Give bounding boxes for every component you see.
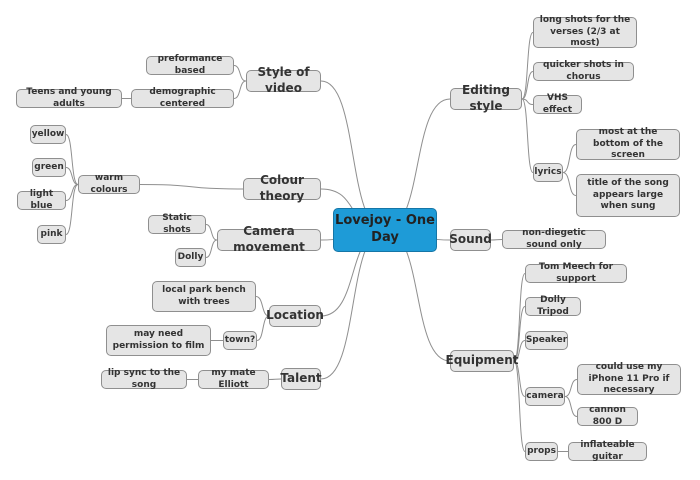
connector-15 <box>65 184 79 235</box>
subtopic-green[interactable]: green <box>32 158 66 177</box>
subtopic-cannon-800d[interactable]: cannon 800 D <box>577 405 638 427</box>
subtopic-dolly-tripod[interactable]: Dolly Tripod <box>525 295 581 317</box>
subtopic-pink[interactable]: pink <box>37 225 66 244</box>
connector-8 <box>233 65 247 82</box>
subtopic-non-diegetic-sound[interactable]: non-diegetic sound only <box>502 228 606 250</box>
subtopic-iphone-11-pro[interactable]: could use my iPhone 11 Pro if necessary <box>577 362 681 395</box>
connector-34 <box>564 379 578 397</box>
subtopic-bottom-of-screen[interactable]: most at the bottom of the screen <box>576 127 680 160</box>
subtopic-local-park-bench[interactable]: local park bench with trees <box>152 281 256 312</box>
topic-equipment[interactable]: Equipment <box>446 350 518 372</box>
connector-9 <box>233 80 247 99</box>
topic-sound[interactable]: Sound <box>449 229 492 251</box>
connector-18 <box>255 296 270 317</box>
subtopic-title-appears-large[interactable]: title of the song appears large when sun… <box>576 174 680 217</box>
subtopic-yellow[interactable]: yellow <box>30 125 66 144</box>
central-topic[interactable]: Lovejoy - One Day <box>333 208 437 252</box>
connector-21 <box>268 378 282 380</box>
subtopic-tom-meech[interactable]: Tom Meech for support <box>525 262 627 284</box>
connector-11 <box>139 184 244 190</box>
connector-16 <box>205 224 218 241</box>
connector-26 <box>521 98 534 173</box>
connector-32 <box>513 340 526 362</box>
subtopic-camera[interactable]: camera <box>525 387 565 406</box>
connector-17 <box>205 239 218 258</box>
subtopic-teens-young-adults[interactable]: Teens and young adults <box>16 87 122 109</box>
subtopic-light-blue[interactable]: light blue <box>17 189 66 211</box>
subtopic-long-shots[interactable]: long shots for the verses (2/3 at most) <box>533 15 637 48</box>
connector-27 <box>562 144 577 173</box>
connector-36 <box>513 360 526 452</box>
connector-31 <box>513 306 526 362</box>
topic-colour-theory[interactable]: Colour theory <box>243 173 321 203</box>
subtopic-props[interactable]: props <box>525 442 558 461</box>
topic-editing-style[interactable]: Editing style <box>450 83 522 113</box>
subtopic-warm-colours[interactable]: warm colours <box>78 173 140 195</box>
connector-24 <box>521 71 534 100</box>
connector-29 <box>490 239 503 241</box>
connector-25 <box>521 98 534 105</box>
topic-camera-movement[interactable]: Camera movement <box>217 224 321 254</box>
connector-28 <box>562 172 577 196</box>
connector-23 <box>521 32 534 100</box>
subtopic-lyrics[interactable]: lyrics <box>533 163 563 182</box>
topic-talent[interactable]: Talent <box>280 368 322 390</box>
subtopic-lip-sync[interactable]: lip sync to the song <box>101 368 187 390</box>
subtopic-quicker-shots[interactable]: quicker shots in chorus <box>533 60 634 82</box>
connector-12 <box>65 134 79 185</box>
connector-13 <box>65 167 79 185</box>
subtopic-town[interactable]: town? <box>223 331 257 350</box>
subtopic-preformance-based[interactable]: preformance based <box>146 54 234 76</box>
subtopic-inflateable-guitar[interactable]: inflateable guitar <box>568 440 647 462</box>
subtopic-speaker[interactable]: Speaker <box>525 331 568 350</box>
connector-4 <box>320 229 386 380</box>
subtopic-permission-to-film[interactable]: may need permission to film <box>106 325 211 356</box>
connector-19 <box>256 315 270 341</box>
subtopic-my-mate-elliott[interactable]: my mate Elliott <box>198 368 269 390</box>
connector-30 <box>513 273 526 362</box>
topic-style-of-video[interactable]: Style of video <box>246 65 321 95</box>
connector-35 <box>564 396 578 417</box>
subtopic-demographic-centered[interactable]: demographic centered <box>131 87 234 109</box>
topic-location[interactable]: Location <box>266 305 324 327</box>
subtopic-dolly[interactable]: Dolly <box>175 248 206 267</box>
subtopic-static-shots[interactable]: Static shots <box>148 213 206 235</box>
subtopic-vhs-effect[interactable]: VHS effect <box>533 93 582 115</box>
